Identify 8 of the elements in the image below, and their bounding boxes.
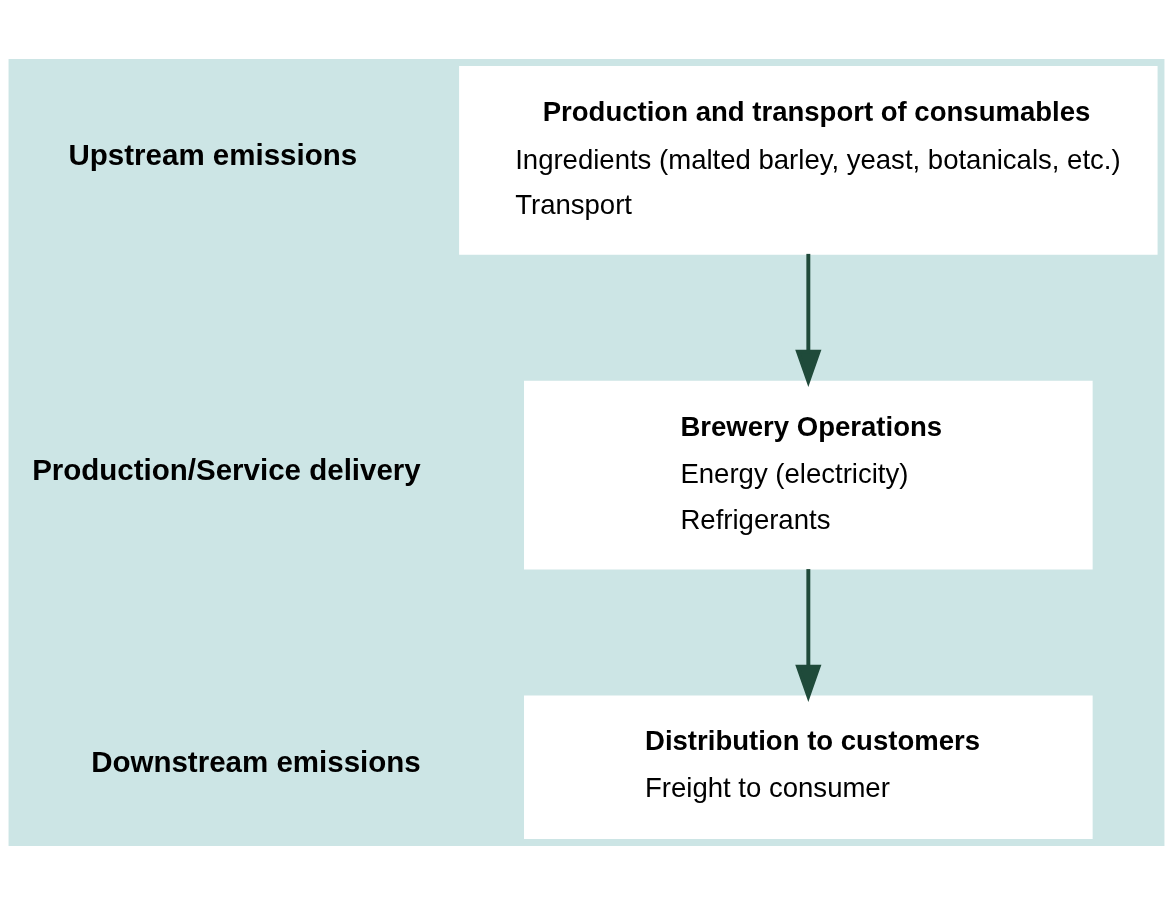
label: Upstream emissions [68, 138, 358, 172]
label: Production/Service delivery [32, 453, 421, 487]
arrow [795, 569, 822, 703]
arrow [795, 253, 822, 388]
node-box: Brewery Operations Energy (electricity) Refrigerants [524, 380, 1093, 570]
node-box: Distribution to customers Freight to consumer [524, 695, 1093, 840]
label: Downstream emissions [91, 745, 421, 779]
node-box: Production and transport of consumables Ingredients (malted barley, yeast, botanicals, etc.) Transport [459, 65, 1158, 255]
